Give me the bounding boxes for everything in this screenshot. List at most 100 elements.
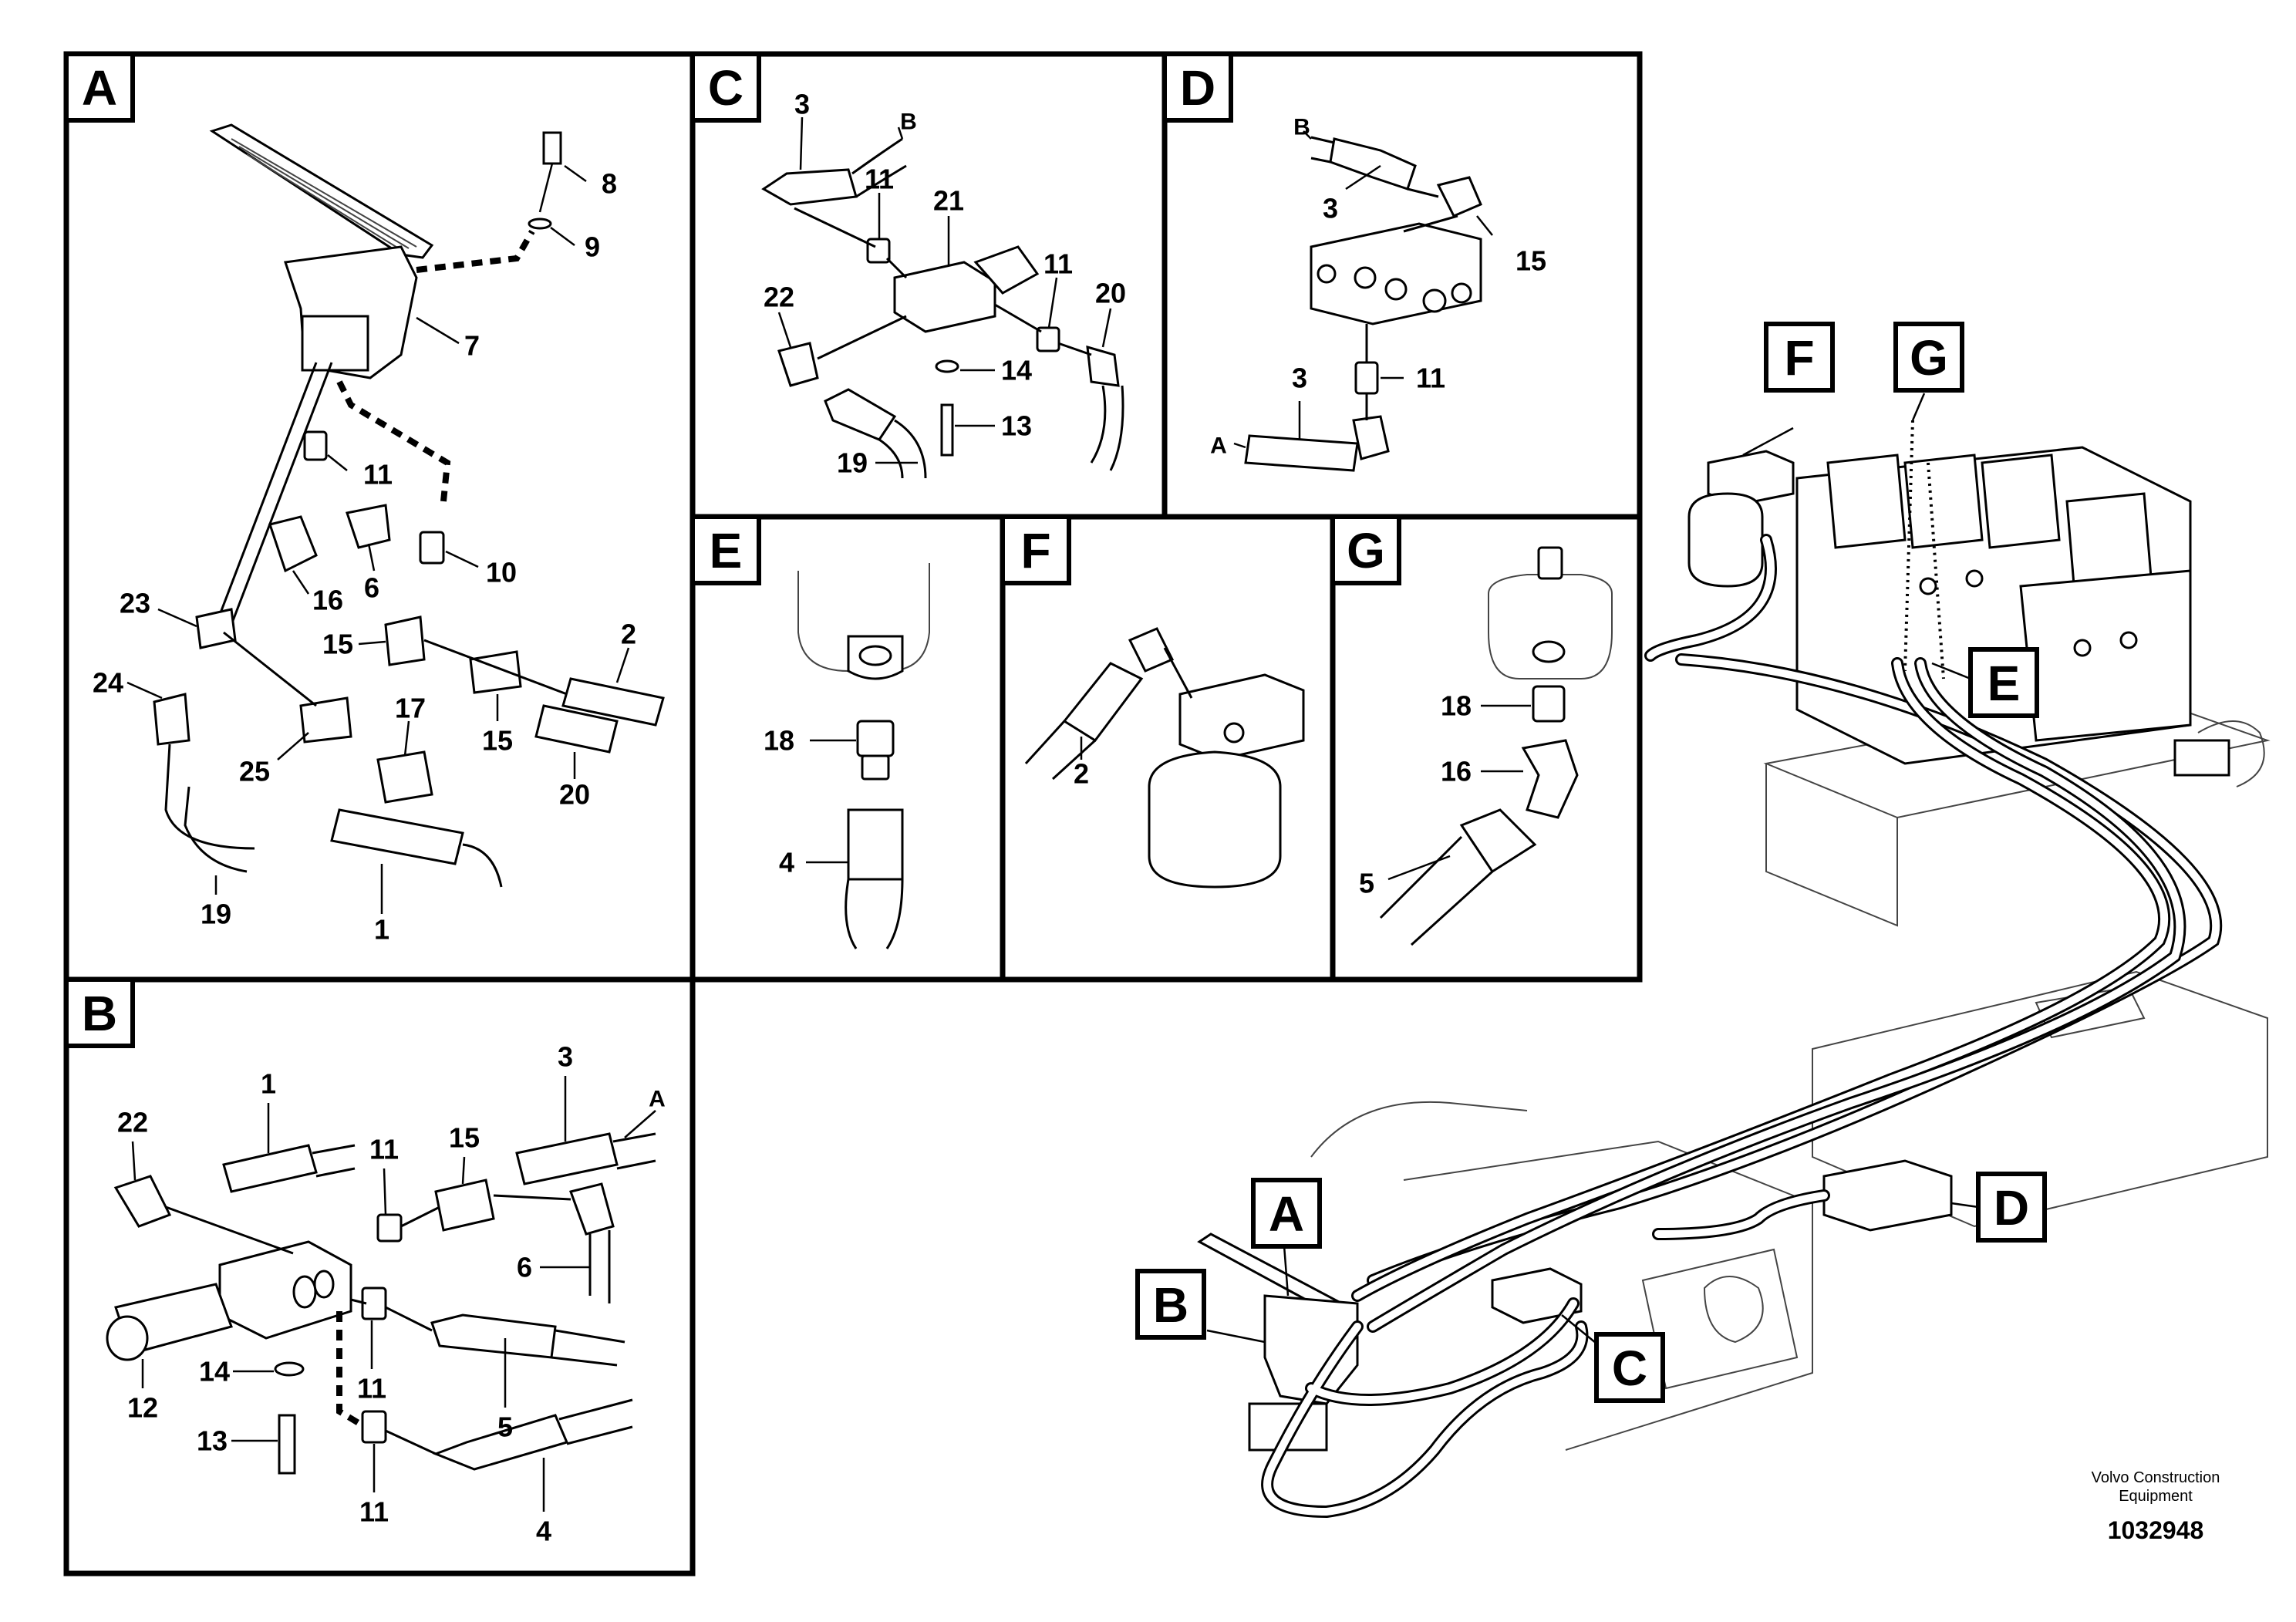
fitting-c11-a [866,238,891,264]
hose-end-e4 [847,808,904,881]
valve-bank-bolt-1 [2073,639,2092,657]
bolt-c13 [940,403,954,457]
pedal-group-overview [1197,1159,1953,1452]
valve-housing-g [1488,574,1613,679]
elbow-6 [346,504,391,549]
overview-tag-a: A [1269,1186,1304,1242]
frame-line-9 [1703,1276,1764,1344]
valve-bank-bolt-3 [1919,577,1937,595]
overview-block-c [1491,1267,1583,1324]
accumulator-body [1687,492,1764,588]
overview-tag-b: B [1153,1277,1188,1333]
elbow-16 [268,515,318,573]
panel-e: E 18 4 [690,514,930,949]
panel-g: G 18 16 5 [1330,514,1613,946]
hose-end-g5 [1459,808,1537,874]
hose-end-c19 [824,388,897,441]
panel-d-tag-box [1162,52,1233,123]
panel-f: F 2 [1000,514,1305,889]
panel-e-frame [689,514,1006,983]
accumulator-f [1148,750,1282,889]
panel-c: C 3 11 21 11 [690,52,1126,479]
overview-dotted-e [1927,462,1945,679]
callout-a-8: 8 [602,168,617,200]
panel-e-callouts: 18 4 [764,725,794,878]
fitting-11-a [303,430,328,461]
panel-b-callouts: 1 22 11 15 3 6 12 14 11 5 13 11 4 A [117,1041,666,1547]
overview-leader-f [1742,427,1794,457]
hose-d3-top-tail [1310,136,1335,164]
valve-bank-bolt-2 [2119,631,2138,649]
tee-15-b [469,650,522,694]
callout-a-10: 10 [486,557,517,588]
leader-a6 [367,543,376,572]
leader-a16 [292,570,310,595]
panel-b-tag-box [64,977,135,1048]
fitting-10 [419,531,445,565]
hose-1 [330,808,464,865]
hose-end-c20 [1086,345,1120,387]
link-c [794,207,1092,360]
adapter-e18-nut [861,754,890,781]
manifold-f [1178,673,1305,761]
panel-d-leaders [1233,130,1493,449]
pilot-line-dashed-2 [336,380,451,502]
elbow-g16 [1521,739,1579,819]
hose-end-b4 [432,1414,569,1471]
manifold-d-port-5 [1451,282,1472,304]
leader-c3 [799,116,804,170]
hose-bundle-3w [1354,659,2169,1300]
arrow-label-c-b: B [900,110,917,135]
manifold-d-port-4 [1422,288,1447,313]
panel-f-tag-box [1000,514,1071,585]
panel-e-tag: E [710,523,743,578]
valve-bank-bolt-4 [1965,569,1984,588]
valve-bank-section-3 [1981,454,2061,549]
panel-e-tag-box [690,514,761,585]
hose-b4-tail [558,1398,633,1445]
callout-c-3: 3 [794,89,810,120]
fitting-b11-a [376,1213,403,1243]
leader-b22 [131,1141,137,1181]
callout-c-14: 14 [1001,355,1032,386]
panel-d-tag: D [1180,60,1215,116]
hose-end-c3 [761,168,858,206]
panel-e-leaders [806,739,856,864]
callout-c-19: 19 [837,447,868,479]
overview-manifold-d [1822,1159,1953,1232]
panel-c-tag: C [708,60,743,116]
hose-bundle-2 [1367,653,2223,1286]
panel-g-tag-box [1330,514,1401,585]
callout-a-19: 19 [201,899,231,930]
callout-c-11b: 11 [1043,248,1073,280]
overview-leader-d [1950,1202,1979,1209]
callout-b-13: 13 [197,1425,228,1457]
elbow-b6 [569,1182,615,1236]
arrow-c-b [897,126,904,140]
bolt-8 [542,131,562,165]
callout-b-12: 12 [127,1392,158,1424]
manifold-port-1 [292,1275,317,1309]
manifold-d-port-2 [1354,266,1377,289]
hose-link-a [223,631,317,707]
callout-g-16: 16 [1441,756,1472,787]
arrow-d-b [1303,130,1312,140]
bolt-8-shank [538,163,554,213]
hose-g5-tail [1379,835,1494,946]
hose-c3-tail [851,137,907,198]
leader-a17 [403,720,410,757]
solenoid-12-cap [106,1315,149,1361]
panel-b-frame [63,976,696,1576]
hose-bundle-2w [1369,656,2220,1284]
leader-a23 [157,608,197,628]
leader-d3-top [1345,164,1381,191]
overview-tag-b-box [1135,1269,1206,1340]
callout-a-25: 25 [239,756,270,787]
callout-d-3-top: 3 [1323,193,1338,224]
washer-c14 [935,359,959,373]
callout-b-3: 3 [558,1041,573,1073]
callout-a-16: 16 [312,585,343,616]
fitting-24 [153,693,190,746]
panel-d: D 3 15 11 3 B A [1162,52,1546,472]
overview-tag-e-box [1968,647,2039,718]
